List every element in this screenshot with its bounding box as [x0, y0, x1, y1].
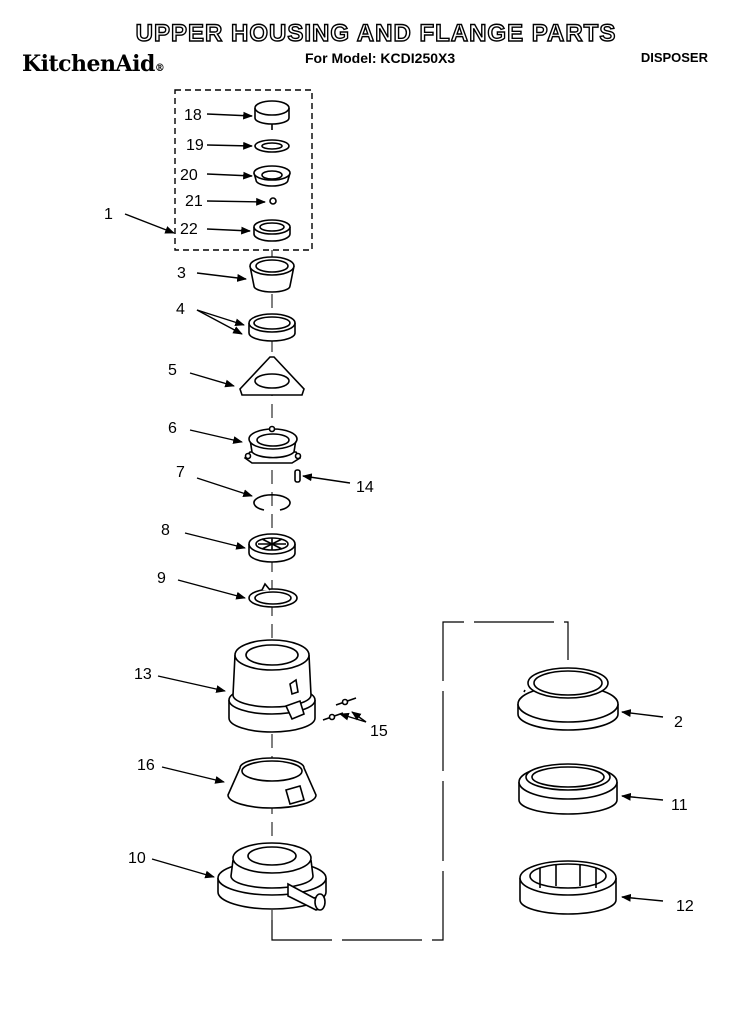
part-3-flange [249, 256, 295, 293]
callout-8: 8 [161, 522, 170, 539]
callout-19: 19 [186, 137, 204, 154]
callout-3: 3 [177, 265, 186, 282]
part-6-mounting-plate [243, 425, 302, 464]
part-19-gasket [254, 139, 290, 153]
callout-6: 6 [168, 420, 177, 437]
connector-line [271, 621, 569, 941]
part-8-sink-baffle [248, 533, 296, 563]
callout-7: 7 [176, 464, 185, 481]
callout-13: 13 [134, 666, 152, 683]
group-box-1 [174, 89, 313, 251]
callout-18: 18 [184, 107, 202, 124]
part-10-lower-housing [217, 842, 327, 911]
model-number: For Model: KCDI250X3 [305, 50, 456, 66]
part-20-splash-guard [253, 165, 291, 187]
callout-1: 1 [104, 206, 113, 223]
part-9-gasket [248, 582, 298, 608]
part-21-screw [269, 197, 277, 205]
callout-5: 5 [168, 362, 177, 379]
leader-lines [124, 111, 664, 902]
callout-2: 2 [674, 714, 683, 731]
callout-16: 16 [137, 757, 155, 774]
callout-4: 4 [176, 301, 185, 318]
callout-12: 12 [676, 898, 694, 915]
callout-20: 20 [180, 167, 198, 184]
callout-15: 15 [370, 723, 388, 740]
part-11-collar [518, 763, 618, 815]
part-22-ring [253, 219, 291, 242]
callout-10: 10 [128, 850, 146, 867]
callout-14: 14 [356, 479, 374, 496]
brand-mark: ® [154, 63, 165, 74]
part-18-stopper [254, 100, 290, 130]
part-5-backup-plate [239, 356, 305, 396]
callout-11: 11 [671, 797, 688, 814]
part-12-retainer-cage [519, 860, 617, 915]
brand-logo: KitchenAid® [22, 51, 165, 77]
part-4-mounting-ring [248, 313, 296, 342]
part-16-housing-collar [227, 757, 317, 809]
callout-22: 22 [180, 221, 198, 238]
part-2-tailpiece-ring [517, 667, 619, 731]
brand-name: KitchenAid [22, 51, 155, 77]
part-7-snap-ring [253, 494, 291, 511]
part-13-upper-housing [228, 639, 316, 733]
category-label: DISPOSER [640, 50, 708, 65]
page-title: UPPER HOUSING AND FLANGE PARTS [135, 19, 617, 47]
callout-21: 21 [185, 193, 203, 210]
part-14-screw [294, 469, 301, 483]
callout-9: 9 [157, 570, 166, 587]
